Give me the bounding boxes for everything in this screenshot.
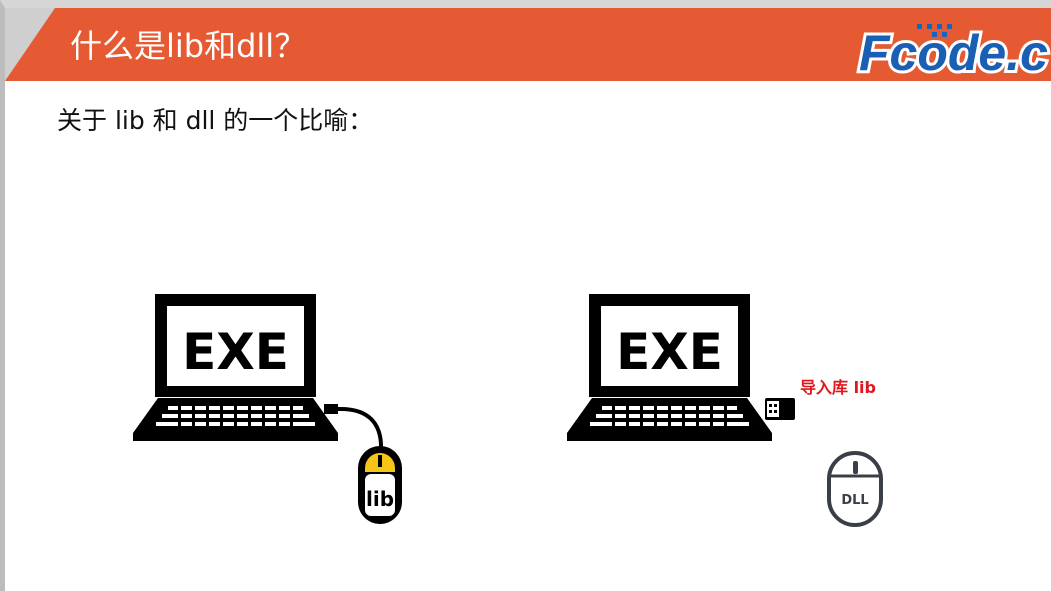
left-laptop-icon: EXE: [133, 294, 338, 441]
usb-dongle-icon: [765, 398, 795, 420]
fcode-logo-icon: Fcode.c Fcode.c: [856, 22, 1051, 78]
lib-mouse-label: lib: [366, 487, 394, 511]
lib-mouse-icon: lib: [358, 446, 402, 524]
import-lib-callout: 导入库 lib: [800, 378, 876, 397]
page-title: 什么是lib和dll？: [70, 27, 307, 65]
logo-text-outline: Fcode.c: [859, 25, 1048, 78]
left-mouse-cable: [324, 404, 384, 451]
right-laptop-icon: EXE: [567, 294, 772, 441]
right-screen-label: EXE: [616, 323, 723, 381]
dll-mouse-label: DLL: [841, 493, 868, 508]
left-screen-label: EXE: [182, 323, 289, 381]
fcode-logo: Fcode.c Fcode.c: [855, 20, 1051, 78]
logo-text: Fcode.c: [859, 25, 1048, 78]
dll-mouse-icon: DLL: [827, 451, 883, 527]
title-notch: [5, 8, 55, 81]
subtitle: 关于 lib 和 dll 的一个比喻：: [57, 106, 374, 135]
title-bar: [5, 8, 1051, 81]
